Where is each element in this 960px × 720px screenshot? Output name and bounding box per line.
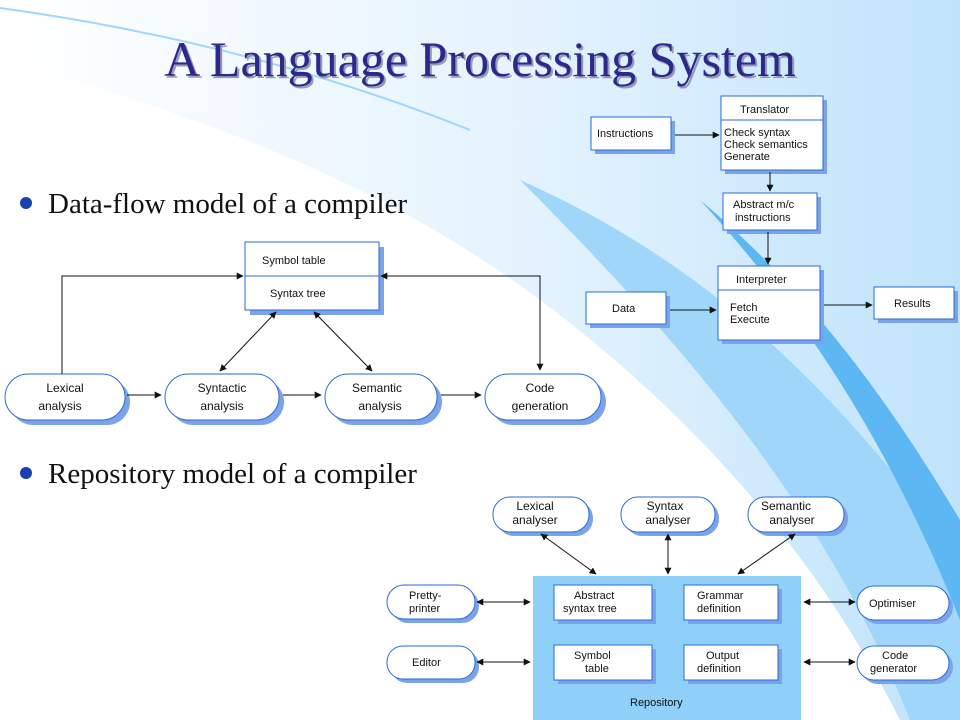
- data-box: Data: [585, 291, 670, 328]
- stage-syntactic: Syntactic analysis: [164, 373, 284, 425]
- results-box: Results: [873, 286, 958, 323]
- repo-item-label: Abstract: [574, 590, 614, 602]
- repository-label: Repository: [630, 697, 683, 709]
- repo-item-label: table: [585, 663, 609, 675]
- translator-box: Translator Check syntax Check semantics …: [720, 95, 827, 174]
- stage-code-generation: Code generation: [484, 373, 606, 425]
- stage-label: Semantic: [352, 381, 402, 395]
- stage-label: Code: [526, 381, 555, 395]
- repo-item-label: Output: [706, 650, 739, 662]
- tool-label: printer: [409, 603, 441, 615]
- stage-label: analysis: [358, 399, 401, 413]
- bullet-repository: Repository model of a compiler: [20, 458, 417, 491]
- repo-item-label: definition: [697, 603, 741, 615]
- arrow-lexical-symbol-table: [61, 272, 244, 374]
- stage-label: generation: [512, 399, 569, 413]
- symbol-table-box: Symbol table Syntax tree: [244, 241, 384, 315]
- symbol-table-repo-box: Symbol table: [553, 644, 656, 684]
- stage-semantic: Semantic analysis: [324, 373, 442, 425]
- interpreter-box: Interpreter Fetch Execute: [717, 265, 824, 344]
- stage-label: analysis: [38, 399, 81, 413]
- data-label: Data: [612, 303, 636, 315]
- interpreter-op: Fetch: [730, 302, 758, 314]
- repo-item-label: syntax tree: [563, 603, 617, 615]
- editor-box: Editor: [386, 645, 479, 683]
- arrow-lexical-repository: [540, 533, 597, 575]
- bullet-dataflow: Data-flow model of a compiler: [20, 188, 407, 221]
- bullet-dot-icon: [20, 467, 32, 480]
- abstract-instructions-box: Abstract m/c instructions: [722, 192, 821, 234]
- tool-label: Syntax: [647, 499, 684, 513]
- page-title: A Language Processing System: [164, 31, 796, 87]
- translator-op: Generate: [724, 151, 770, 163]
- tool-label: Optimiser: [869, 598, 916, 610]
- interpreter-diagram: Instructions Translator Check syntax Che…: [585, 95, 958, 344]
- symbol-table-label: Symbol table: [262, 255, 326, 267]
- stage-lexical: Lexical analysis: [4, 373, 130, 425]
- code-generator-box: Code generator: [856, 645, 953, 684]
- repo-item-label: definition: [697, 663, 741, 675]
- optimiser-box: Optimiser: [856, 585, 953, 624]
- translator-label: Translator: [740, 104, 789, 116]
- syntax-analyser-box: Syntax analyser: [620, 496, 719, 536]
- repo-item-label: Grammar: [697, 590, 744, 602]
- tool-label: Editor: [412, 657, 441, 669]
- stage-label: analysis: [200, 399, 243, 413]
- tool-label: Lexical: [516, 499, 553, 513]
- tool-label: Code: [882, 650, 908, 662]
- output-definition-box: Output definition: [683, 644, 782, 684]
- tool-label: Pretty-: [409, 590, 442, 602]
- syntax-tree-label: Syntax tree: [270, 288, 326, 300]
- dataflow-diagram: Symbol table Syntax tree Lexical analysi…: [4, 241, 606, 425]
- translator-op: Check semantics: [724, 139, 808, 151]
- arrow-syntactic-symbol-table: [219, 311, 277, 372]
- translator-op: Check syntax: [724, 127, 791, 139]
- repo-item-label: Symbol: [574, 650, 611, 662]
- tool-label: Semantic: [761, 499, 811, 513]
- instructions-label: Instructions: [597, 128, 654, 140]
- instructions-box: Instructions: [590, 116, 675, 154]
- repository-diagram: Repository Lexical analyser Syntax analy…: [386, 496, 953, 720]
- abstract-label-2: instructions: [735, 212, 791, 224]
- tool-label: analyser: [769, 513, 814, 527]
- tool-label: generator: [870, 663, 917, 675]
- arrow-semantic-repository: [737, 533, 796, 575]
- abstract-label-1: Abstract m/c: [733, 199, 795, 211]
- grammar-definition-box: Grammar definition: [683, 584, 782, 624]
- interpreter-op: Execute: [730, 314, 770, 326]
- pretty-printer-box: Pretty- printer: [386, 584, 479, 623]
- bullet-text: Repository model of a compiler: [48, 458, 417, 490]
- arrow-semantic-symbol-table: [313, 311, 373, 372]
- lexical-analyser-box: Lexical analyser: [492, 496, 593, 536]
- tool-label: analyser: [512, 513, 557, 527]
- stage-label: Syntactic: [198, 381, 247, 395]
- stage-label: Lexical: [46, 381, 83, 395]
- interpreter-label: Interpreter: [736, 274, 787, 286]
- semantic-analyser-box: Semantic analyser: [747, 496, 848, 536]
- bullet-dot-icon: [20, 197, 32, 210]
- abstract-syntax-tree-box: Abstract syntax tree: [553, 584, 656, 624]
- arrow-symbol-table-code: [380, 272, 544, 371]
- results-label: Results: [894, 298, 931, 310]
- bullet-text: Data-flow model of a compiler: [48, 188, 408, 220]
- tool-label: analyser: [645, 513, 690, 527]
